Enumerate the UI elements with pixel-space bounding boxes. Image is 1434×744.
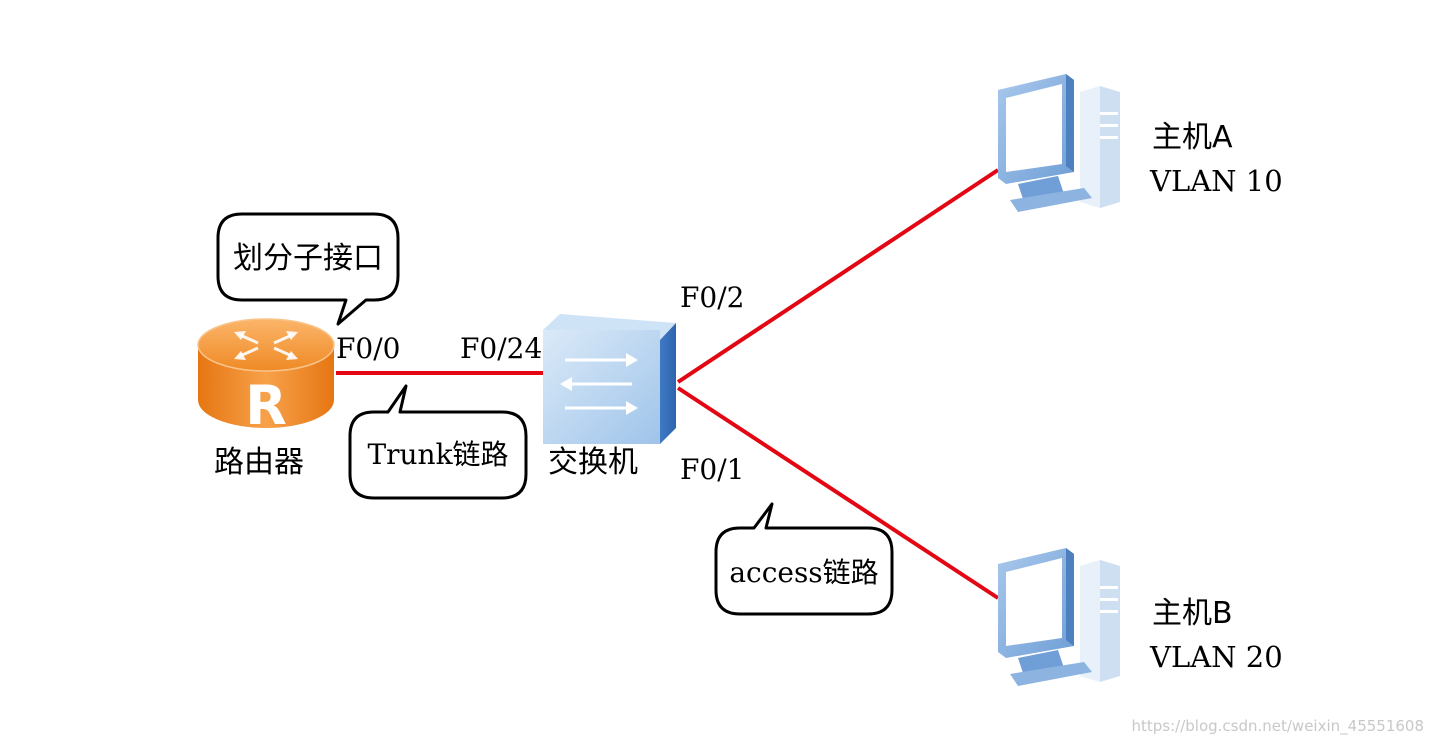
callout-trunk: Trunk链路 (348, 384, 528, 500)
computer-icon[interactable] (998, 74, 1120, 212)
callout-subinterface-text: 划分子接口 (233, 241, 383, 276)
port-label-router-f0-0: F0/0 (336, 332, 401, 365)
link-switch-host-a (676, 168, 1000, 384)
switch-label: 交换机 (548, 445, 638, 480)
port-label-switch-f0-24: F0/24 (460, 332, 542, 365)
callout-access-text: access链路 (729, 556, 878, 589)
router-icon[interactable]: R (197, 318, 335, 437)
watermark-text: https://blog.csdn.net/weixin_45551608 (1131, 717, 1424, 736)
port-label-switch-f0-1: F0/1 (680, 453, 745, 486)
port-label-switch-f0-2: F0/2 (680, 281, 745, 314)
computer-icon[interactable] (998, 548, 1120, 686)
links (336, 168, 1000, 600)
callout-trunk-text: Trunk链路 (367, 438, 508, 471)
callout-access: access链路 (714, 502, 894, 616)
switch-icon[interactable] (543, 314, 676, 444)
router-label: 路由器 (214, 445, 304, 480)
host-a-vlan: VLAN 10 (1149, 164, 1283, 198)
host-a-name: 主机A (1152, 120, 1233, 155)
router-letter-r: R (245, 374, 287, 437)
host-b-vlan: VLAN 20 (1149, 640, 1283, 674)
link-switch-host-b (676, 386, 1000, 600)
host-b-name: 主机B (1152, 596, 1233, 631)
callout-subinterface: 划分子接口 (216, 212, 400, 326)
